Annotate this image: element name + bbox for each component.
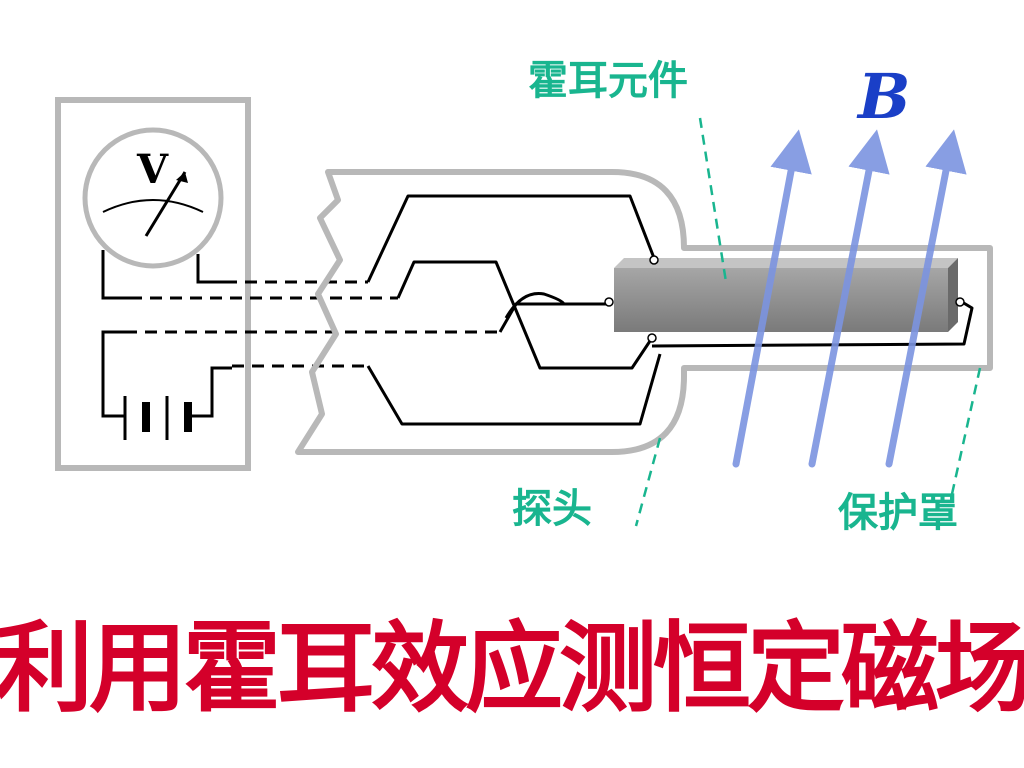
probe-wires bbox=[366, 194, 974, 426]
voltmeter: V bbox=[82, 127, 224, 269]
dashed-wires bbox=[125, 280, 500, 368]
battery-icon bbox=[101, 330, 232, 440]
meter-needle bbox=[144, 171, 187, 237]
instrument-box bbox=[55, 97, 251, 471]
probe-leader bbox=[634, 437, 662, 527]
magnetic-field-arrows bbox=[732, 129, 967, 468]
field-label: B bbox=[856, 60, 910, 133]
hall-element-label: 霍耳元件 bbox=[528, 58, 688, 104]
probe-shield bbox=[295, 169, 993, 455]
terminals bbox=[604, 255, 965, 343]
voltmeter-label: V bbox=[136, 146, 169, 193]
shield-label: 保护罩 bbox=[838, 490, 958, 536]
hall-element-plate bbox=[614, 258, 958, 332]
probe-label: 探头 bbox=[512, 486, 592, 532]
shield-leader bbox=[950, 367, 982, 495]
page-title: 利用霍耳效应测恒定磁场 bbox=[0, 612, 1024, 726]
hall-element-leader bbox=[698, 117, 728, 283]
